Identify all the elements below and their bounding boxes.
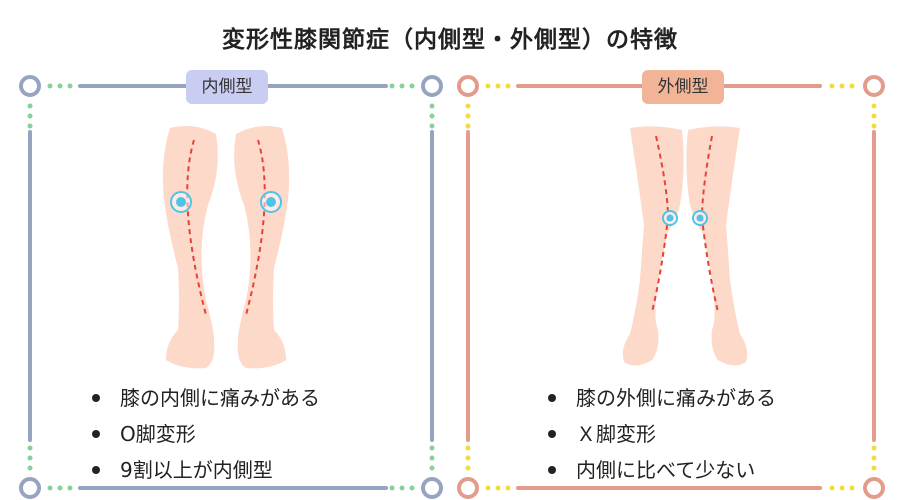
right-leg [686,126,748,366]
medial-type-features: 膝の内側に痛みがある O脚変形 9割以上が内側型 [92,380,320,488]
leg-axis-line [186,139,207,316]
o-legs-illustration [162,126,290,369]
corner-dots [27,83,435,491]
corner-circle [863,75,885,97]
corner-circle [421,477,443,499]
page-title: 変形性膝関節症（内側型・外側型）の特徴 [222,27,678,53]
feature-item: 膝の内側に痛みがある [92,380,320,416]
corner-circle [457,75,479,97]
feature-item: Ｘ脚変形 [548,416,776,452]
x-legs-illustration [622,126,748,366]
corner-circle [863,477,885,499]
corner-circle [457,477,479,499]
lateral-type-features: 膝の外側に痛みがある Ｘ脚変形 内側に比べて少ない [548,380,776,488]
feature-item: 膝の外側に痛みがある [548,380,776,416]
feature-item: 内側に比べて少ない [548,452,776,488]
feature-item: 9割以上が内側型 [92,452,320,488]
leg-axis-line [245,139,266,316]
corner-circle [421,75,443,97]
corner-circle [19,75,41,97]
frame-left [19,75,443,499]
left-leg [162,126,218,369]
badge-lateral-type: 外側型 [642,70,724,104]
left-leg [622,126,684,366]
corner-circle [19,477,41,499]
frame-right [457,75,885,499]
feature-item: O脚変形 [92,416,320,452]
badge-medial-type: 内側型 [186,70,268,104]
corner-dots [465,83,877,491]
right-leg [234,126,290,369]
